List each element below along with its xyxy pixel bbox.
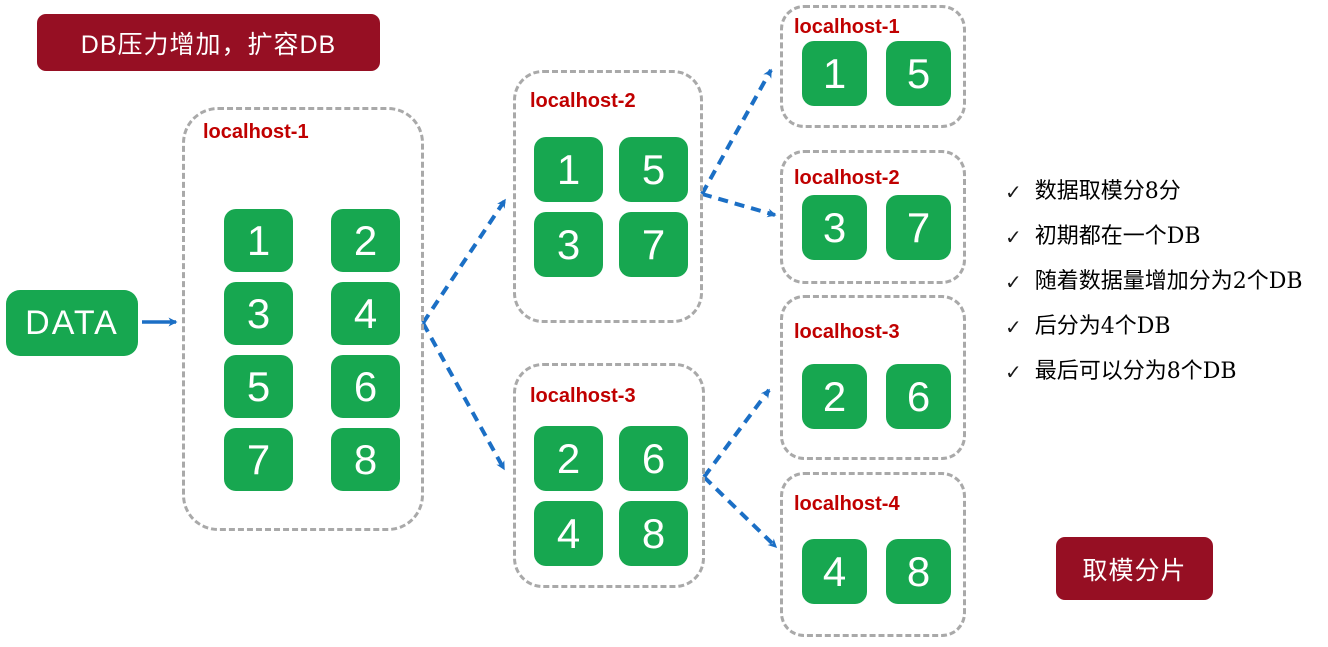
host-label: localhost-2 xyxy=(530,90,636,112)
host-label: localhost-3 xyxy=(794,321,900,343)
banner-modulo-sharding: 取模分片 xyxy=(1056,537,1213,600)
shard-cell: 4 xyxy=(331,282,400,345)
host-label: localhost-1 xyxy=(203,121,309,143)
checklist-text: 后分为4个DB xyxy=(1034,314,1171,339)
shard-cell: 2 xyxy=(802,364,867,429)
checklist-item: ✓ 数据取模分8分 xyxy=(1005,178,1328,206)
check-icon: ✓ xyxy=(1005,315,1022,339)
host-label: localhost-4 xyxy=(794,493,900,515)
shard-cell: 8 xyxy=(619,501,688,566)
arrow-db1-to-db3 xyxy=(421,322,506,471)
arrow-db3-to-right4 xyxy=(702,475,778,549)
arrow-db2-to-right1 xyxy=(700,68,773,195)
shard-cell: 3 xyxy=(534,212,603,277)
shard-cell: 6 xyxy=(331,355,400,418)
arrow-db3-to-right3 xyxy=(702,388,771,479)
shard-cell: 7 xyxy=(619,212,688,277)
shard-cell: 5 xyxy=(619,137,688,202)
data-source-box: DATA xyxy=(6,290,138,356)
check-icon: ✓ xyxy=(1005,360,1022,384)
shard-cell: 4 xyxy=(802,539,867,604)
banner-db-expand: DB压力增加，扩容DB xyxy=(37,14,380,71)
checklist-text: 数据取模分8分 xyxy=(1034,179,1181,204)
shard-cell: 3 xyxy=(802,195,867,260)
host-label: localhost-3 xyxy=(530,385,636,407)
arrow-db2-to-right2 xyxy=(701,192,777,218)
shard-cell: 2 xyxy=(331,209,400,272)
checklist-text: 最后可以分为8个DB xyxy=(1034,359,1237,384)
shard-cell: 4 xyxy=(534,501,603,566)
shard-cell: 8 xyxy=(331,428,400,491)
check-icon: ✓ xyxy=(1005,270,1022,294)
arrow-db1-to-db2 xyxy=(421,198,507,325)
host-label: localhost-1 xyxy=(794,16,900,38)
host-label: localhost-2 xyxy=(794,167,900,189)
shard-cell: 2 xyxy=(534,426,603,491)
shard-cell: 5 xyxy=(224,355,293,418)
checklist-text: 初期都在一个DB xyxy=(1034,224,1201,249)
shard-cell: 5 xyxy=(886,41,951,106)
shard-cell: 1 xyxy=(224,209,293,272)
checklist-item: ✓ 后分为4个DB xyxy=(1005,313,1328,341)
checklist-item: ✓ 随着数据量增加分为2个DB xyxy=(1005,268,1328,296)
shard-cell: 7 xyxy=(886,195,951,260)
shard-cell: 1 xyxy=(534,137,603,202)
shard-cell: 8 xyxy=(886,539,951,604)
checklist-text: 随着数据量增加分为2个DB xyxy=(1034,269,1303,294)
checklist-item: ✓ 初期都在一个DB xyxy=(1005,223,1328,251)
checklist-item: ✓ 最后可以分为8个DB xyxy=(1005,358,1328,386)
shard-cell: 6 xyxy=(886,364,951,429)
notes-checklist: ✓数据取模分8分✓初期都在一个DB✓随着数据量增加分为2个DB✓后分为4个DB✓… xyxy=(1005,178,1328,386)
shard-cell: 7 xyxy=(224,428,293,491)
check-icon: ✓ xyxy=(1005,180,1022,204)
check-icon: ✓ xyxy=(1005,225,1022,249)
shard-cell: 1 xyxy=(802,41,867,106)
shard-cell: 3 xyxy=(224,282,293,345)
shard-cell: 6 xyxy=(619,426,688,491)
